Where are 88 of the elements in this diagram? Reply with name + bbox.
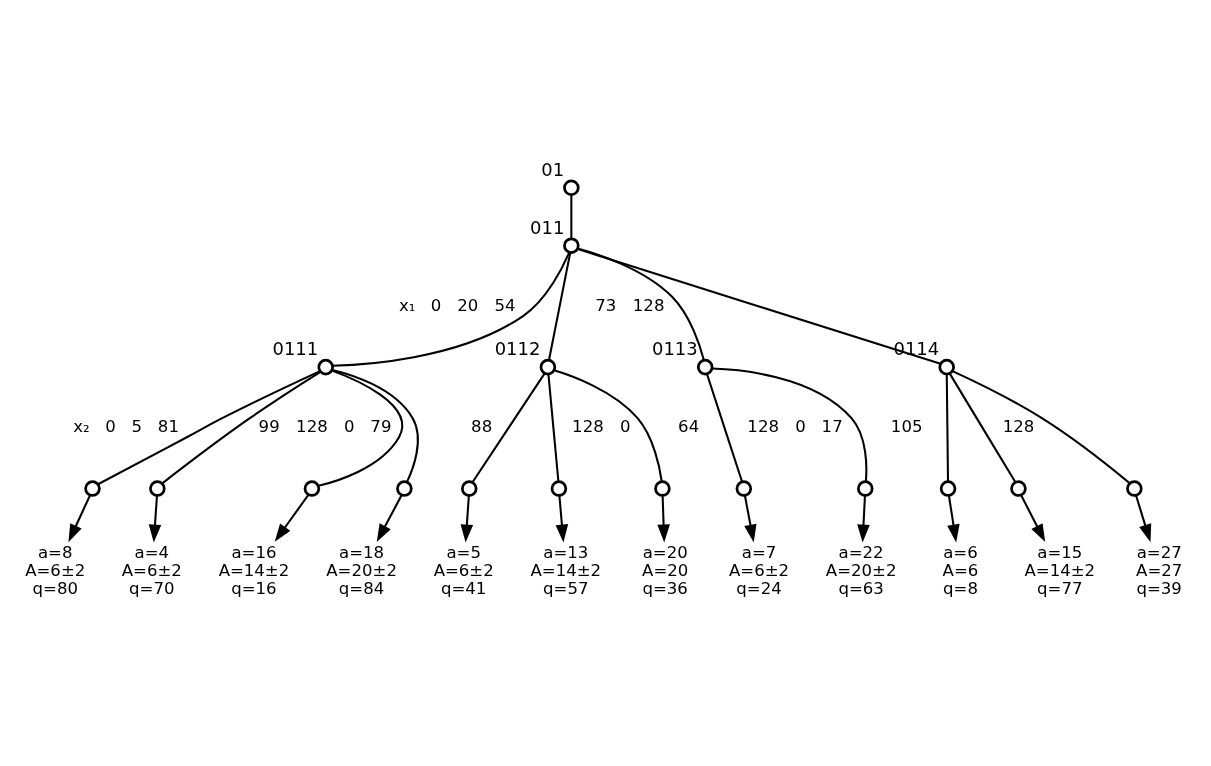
connector [945, 374, 950, 482]
label: 128 [572, 417, 604, 437]
label: 128 [296, 417, 328, 437]
node-circle [396, 480, 413, 497]
arrow [148, 495, 162, 543]
label: 128 [747, 417, 779, 437]
arrow [376, 494, 403, 543]
arrow [460, 495, 474, 543]
label: 0 [105, 417, 116, 437]
node-circle [149, 480, 166, 497]
node-text: a=20 A=20 q=36 [642, 543, 689, 599]
connector [577, 248, 941, 365]
label: 20 [457, 295, 479, 315]
label: 0 [343, 417, 355, 437]
connector [471, 373, 546, 483]
node-text: a=7 A=6±2 q=24 [728, 543, 790, 599]
label: 73 [595, 295, 617, 315]
node-circle [539, 358, 557, 376]
connector [952, 370, 1131, 484]
connector [332, 368, 419, 483]
node-circle [735, 480, 753, 497]
arrow [68, 494, 91, 543]
node-circle [938, 358, 955, 376]
connector [711, 367, 868, 482]
node-text: a=8 A=6±2 q=80 [25, 543, 86, 599]
node-circle [1126, 480, 1143, 497]
node-label: 0112 [494, 338, 541, 360]
node-circle [84, 480, 101, 497]
node-circle [303, 480, 321, 497]
connector [706, 373, 744, 483]
node-label: 0114 [893, 338, 940, 360]
label: 0 [619, 417, 631, 437]
arrow [1135, 495, 1152, 543]
connector [332, 251, 571, 367]
node-text: a=13 A=14±2 q=57 [530, 543, 602, 599]
node-circle [563, 179, 580, 196]
connector [948, 373, 1017, 483]
node-text: a=16 A=14±2 q=16 [218, 543, 290, 599]
node-text: a=15 A=14±2 q=77 [1024, 543, 1096, 599]
node-text: a=4 A=6±2 q=70 [121, 543, 182, 599]
label: 99 [258, 417, 280, 437]
label: 64 [678, 417, 700, 437]
arrow [1020, 494, 1046, 543]
label: 0 [430, 295, 442, 315]
connector [161, 370, 322, 485]
connector [547, 374, 560, 482]
label: x₁ [398, 295, 416, 315]
connector [577, 247, 705, 361]
arrow [555, 495, 569, 543]
node-label: 0111 [272, 338, 319, 360]
connector [570, 195, 573, 239]
node-circle [550, 480, 568, 497]
node-circle [857, 480, 874, 497]
arrow [657, 495, 670, 543]
connector [318, 369, 403, 487]
node-circle [460, 480, 478, 497]
connector [97, 370, 321, 486]
node-text: a=18 A=20±2 q=84 [326, 543, 397, 599]
node-label: 01 [541, 158, 565, 180]
connector [553, 369, 663, 482]
arrow [857, 495, 870, 543]
node-circle [654, 480, 671, 497]
label: 0 [795, 417, 806, 437]
label: 5 [131, 417, 142, 437]
node-circle [939, 480, 957, 497]
label: 88 [471, 417, 493, 437]
node-text: a=6 A=6 q=8 [942, 543, 979, 599]
label: 79 [370, 417, 392, 437]
arrow [947, 495, 960, 543]
label: 81 [157, 417, 179, 437]
label: 54 [494, 295, 516, 315]
label: 105 [890, 417, 923, 437]
node-text: a=22 A=20±2 q=63 [825, 543, 897, 599]
node-circle [696, 358, 714, 376]
connector [548, 252, 572, 360]
node-circle [563, 237, 580, 254]
node-text: a=27 A=27 q=39 [1136, 543, 1183, 599]
arrow [274, 494, 310, 542]
label: 128 [632, 295, 665, 315]
node-label: 0113 [652, 338, 698, 360]
label: 17 [821, 417, 843, 437]
node-label: 011 [530, 216, 565, 238]
arrow [743, 495, 757, 543]
label: 128 [1002, 417, 1035, 437]
node-text: a=5 A=6±2 q=41 [433, 543, 494, 599]
label: x₂ [73, 417, 90, 437]
node-circle [1010, 480, 1027, 497]
node-circle [317, 358, 334, 376]
